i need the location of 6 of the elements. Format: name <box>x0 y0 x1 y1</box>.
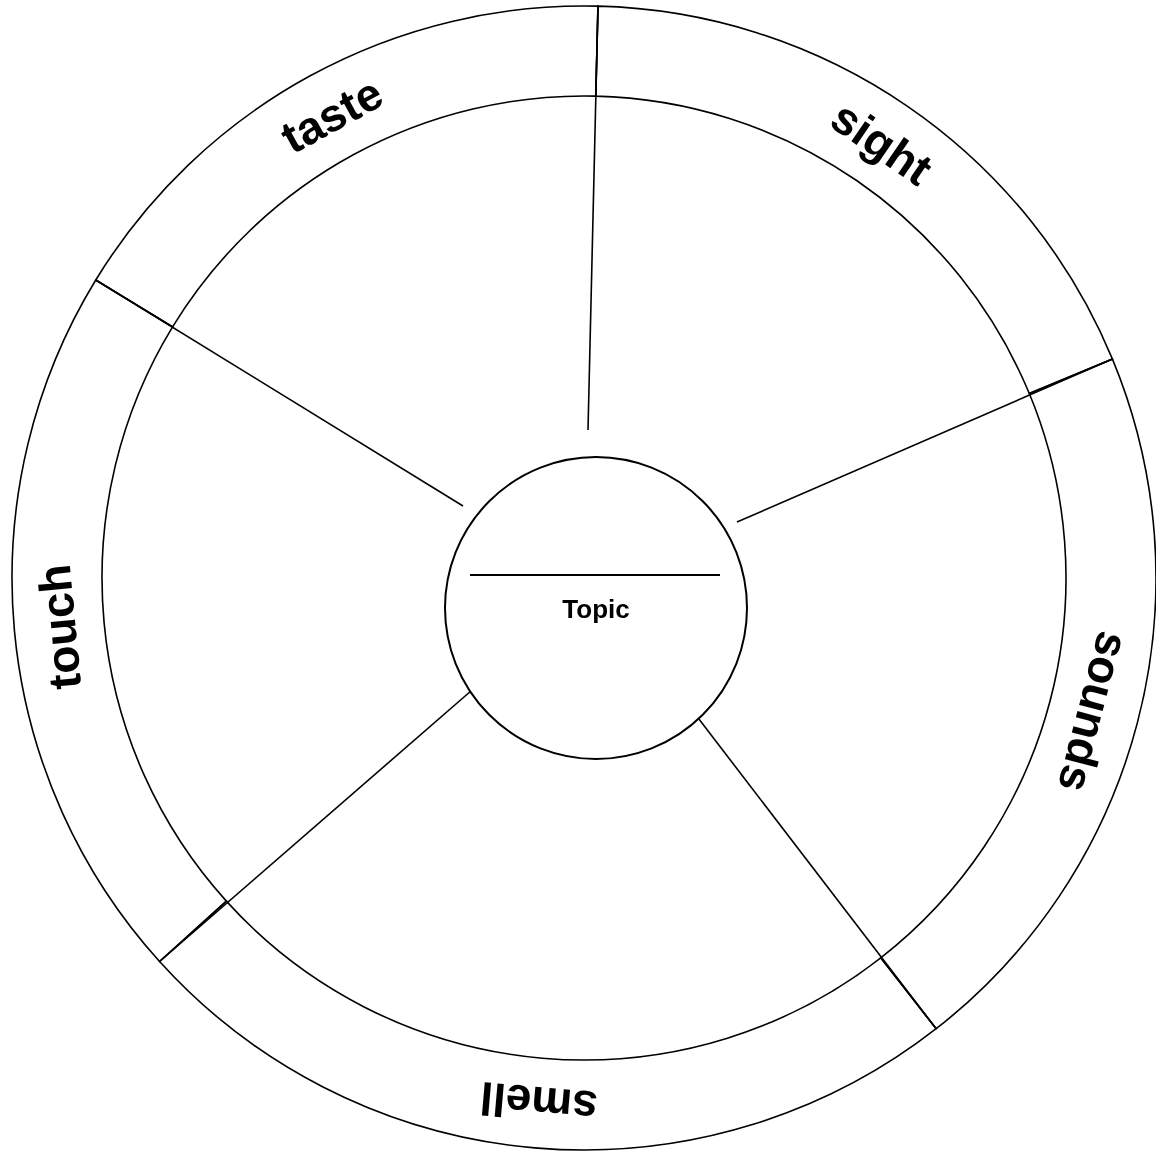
segment-label: smell <box>477 1075 599 1131</box>
segment-label: sounds <box>1050 627 1137 798</box>
segment-label: taste <box>273 69 391 162</box>
topic-label: Topic <box>561 594 631 625</box>
segment-label: sight <box>823 93 941 194</box>
segment-label: touch <box>30 562 89 692</box>
